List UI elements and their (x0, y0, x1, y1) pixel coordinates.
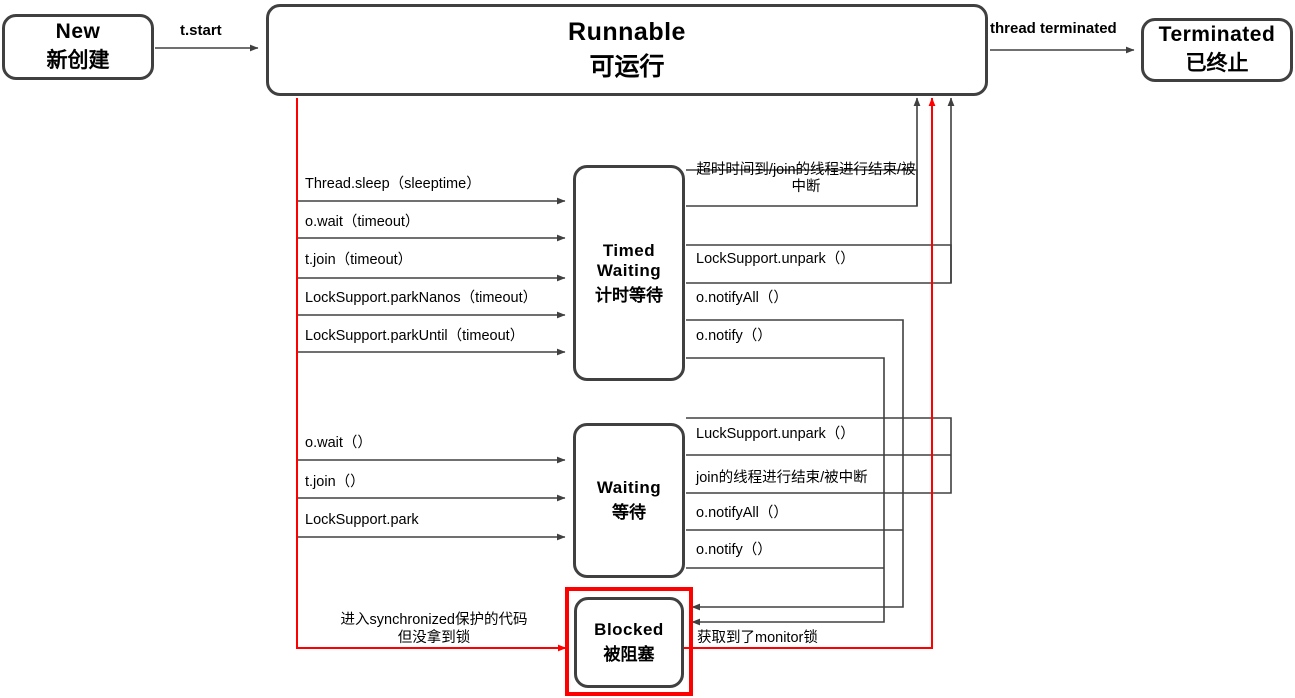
state-runnable-cn: 可运行 (589, 52, 665, 81)
edge-label-start: t.start (180, 22, 222, 39)
edge-label-notify-waiting: o.notify（） (696, 542, 772, 558)
state-node-new[interactable]: New 新创建 (2, 14, 154, 80)
state-timed-waiting-en-2: Waiting (596, 260, 662, 280)
state-node-terminated[interactable]: Terminated 已终止 (1141, 18, 1293, 82)
edge-label-timeout-join-finished: 超时时间到/join的线程进行结束/被中断 (696, 162, 916, 195)
state-node-runnable[interactable]: Runnable 可运行 (266, 4, 988, 96)
edge-label-parkuntil: LockSupport.parkUntil（timeout） (305, 328, 525, 344)
edge-label-owait-timeout: o.wait（timeout） (305, 214, 420, 230)
edge-label-locksupport-unpark-timed: LockSupport.unpark（） (696, 251, 855, 267)
edge-label-lucksupport-unpark: LuckSupport.unpark（） (696, 426, 855, 442)
state-terminated-cn: 已终止 (1185, 52, 1249, 75)
edge-label-enter-synchronized-1: 进入synchronized保护的代码 (340, 612, 528, 628)
state-waiting-cn: 等待 (612, 503, 646, 522)
edge-label-owait: o.wait（） (305, 435, 372, 451)
edge-label-acquired-monitor: 获取到了monitor锁 (697, 630, 818, 646)
state-waiting-en: Waiting (596, 478, 662, 497)
state-timed-waiting-cn: 计时等待 (595, 285, 663, 305)
state-runnable-en: Runnable (568, 17, 686, 46)
edge-label-thread-terminated: thread terminated (990, 20, 1117, 37)
edge-label-notifyall-timed: o.notifyAll（） (696, 290, 788, 306)
blocked-highlight-box (565, 587, 693, 696)
state-blocked-en: Blocked (594, 620, 664, 639)
state-terminated-en: Terminated (1158, 23, 1276, 46)
state-timed-waiting-en-1: Timed (602, 240, 656, 260)
edge-label-tjoin: t.join（） (305, 474, 365, 490)
edge-label-locksupport-park: LockSupport.park (305, 512, 419, 528)
edge-label-join-finished: join的线程进行结束/被中断 (696, 470, 868, 486)
state-new-cn: 新创建 (46, 49, 110, 72)
state-new-en: New (55, 20, 101, 43)
state-node-timed-waiting[interactable]: Timed Waiting 计时等待 (573, 165, 685, 381)
edge-label-parknanos: LockSupport.parkNanos（timeout） (305, 290, 538, 306)
edge-label-tjoin-timeout: t.join（timeout） (305, 252, 413, 268)
edge-label-notifyall-waiting: o.notifyAll（） (696, 505, 788, 521)
state-node-blocked[interactable]: Blocked 被阻塞 (574, 597, 684, 688)
edge-label-thread-sleep: Thread.sleep（sleeptime） (305, 176, 481, 192)
state-blocked-cn: 被阻塞 (603, 645, 655, 664)
state-node-waiting[interactable]: Waiting 等待 (573, 423, 685, 578)
edge-label-enter-synchronized-2: 但没拿到锁 (397, 630, 471, 646)
edge-label-notify-timed: o.notify（） (696, 328, 772, 344)
